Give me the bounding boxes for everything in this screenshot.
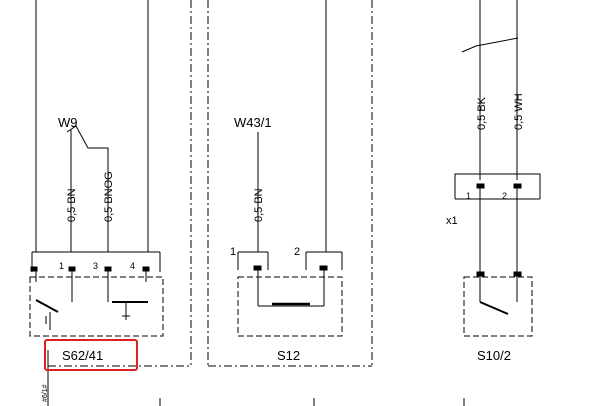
component-label-s12: S12: [277, 348, 300, 363]
connector-label-x1: x1: [446, 215, 458, 227]
component-box-s10-2: [463, 271, 533, 337]
harness-label-w9: W9: [58, 115, 78, 130]
component-box-s62-41: [29, 276, 164, 337]
pin-label-mid-2: 2: [294, 246, 300, 258]
section-boundary-mid: [207, 0, 373, 367]
component-box-s12: [237, 276, 343, 337]
section-boundary-left: [48, 0, 192, 367]
component-label-s10-2: S10/2: [477, 348, 511, 363]
wire-label-bk: 0,5 BK: [476, 96, 488, 130]
highlight-box-s62-41: [44, 339, 138, 371]
pin-label-right-2: 2: [502, 191, 507, 201]
wire-label-bn-mid: 0,5 BN: [253, 188, 265, 222]
grid-ticks: [47, 350, 465, 406]
wires-s62-41: [31, 0, 161, 272]
connector-s12: [253, 265, 328, 306]
edge-label: #6/1#: [42, 384, 49, 402]
harness-label-w43-1: W43/1: [234, 115, 272, 130]
pin-label-right-1: 1: [466, 191, 471, 201]
pin-label-1: 1: [59, 261, 64, 271]
wires-s10-2: [461, 0, 519, 180]
pin-label-mid-1: 1: [230, 246, 236, 258]
wires-s12: [237, 0, 343, 270]
wire-label-wh: 0,5 WH: [513, 93, 525, 130]
wire-label-bnog: 0,5 BNOG: [103, 171, 115, 222]
wire-label-bn-left: 0,5 BN: [66, 188, 78, 222]
connector-x1: [454, 173, 541, 302]
component-label-s62-41: S62/41: [62, 348, 103, 363]
labels: W9 W43/1 0,5 BN 0,5 BNOG 0,5 BN 0,5 BK 0…: [42, 93, 525, 402]
pin-label-3: 3: [93, 261, 98, 271]
pin-label-4: 4: [130, 261, 135, 271]
connector-s62-41: [30, 266, 150, 302]
